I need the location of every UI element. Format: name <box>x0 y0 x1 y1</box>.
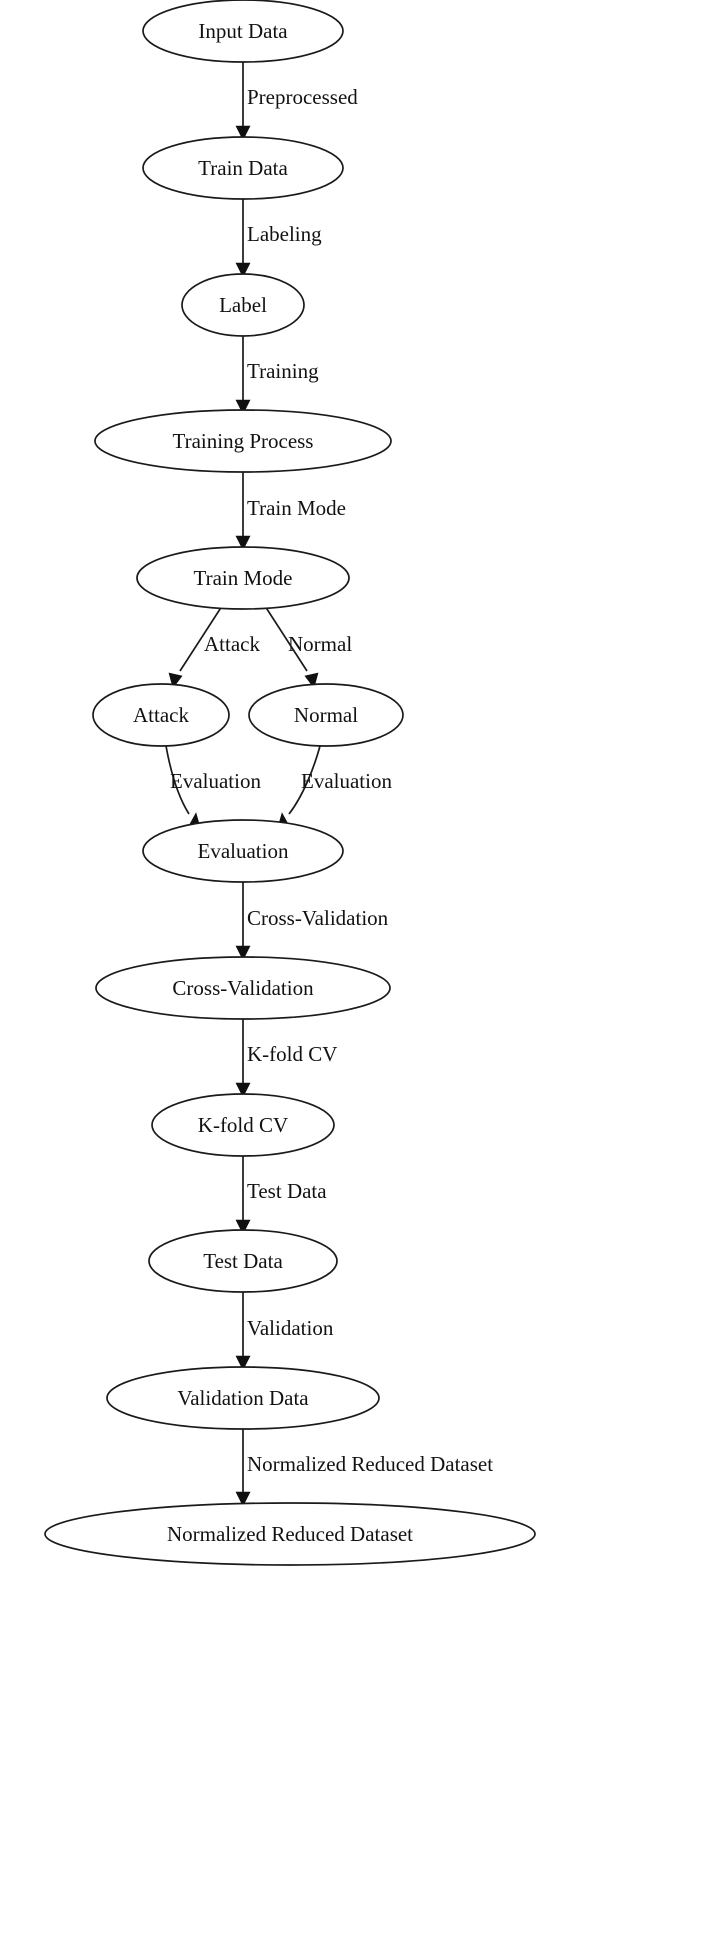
node-label: Input Data <box>198 19 288 43</box>
edge-label: Train Mode <box>247 496 346 520</box>
edge-label: Preprocessed <box>247 85 358 109</box>
node-layer: Input Data Train Data Label Training Pro… <box>44 0 536 1566</box>
node-shape[interactable] <box>92 683 230 747</box>
node-label: Cross-Validation <box>172 976 314 1000</box>
node-attack[interactable]: Attack <box>92 683 230 747</box>
node-shape[interactable] <box>106 1366 380 1430</box>
edge-label: Normal <box>288 632 352 656</box>
edge-test-data-to-validation-data: Validation <box>235 1292 334 1371</box>
node-label: Normal <box>294 703 358 727</box>
edge-train-data-to-label: Labeling <box>235 199 322 278</box>
node-label: Label <box>219 293 267 317</box>
node-normalized-reduced-dataset[interactable]: Normalized Reduced Dataset <box>44 1502 536 1566</box>
edge-label: Cross-Validation <box>247 906 389 930</box>
node-label: K-fold CV <box>198 1113 288 1137</box>
edge-validation-data-to-normalized-reduced-dataset: Normalized Reduced Dataset <box>235 1429 493 1507</box>
edge-label: Training <box>247 359 319 383</box>
arrowhead-icon <box>235 262 251 278</box>
edge-label: Evaluation <box>170 769 261 793</box>
node-kfold-cv[interactable]: K-fold CV <box>151 1093 335 1157</box>
node-normal[interactable]: Normal <box>248 683 404 747</box>
node-shape[interactable] <box>248 683 404 747</box>
arrowhead-icon <box>235 1491 251 1507</box>
node-label: Evaluation <box>198 839 289 863</box>
edge-label-to-training-process: Training <box>235 336 319 415</box>
edge-line <box>165 745 190 815</box>
node-shape[interactable] <box>94 409 392 473</box>
node-validation-data[interactable]: Validation Data <box>106 1366 380 1430</box>
node-shape[interactable] <box>95 956 391 1020</box>
node-shape[interactable] <box>142 0 344 63</box>
node-input-data[interactable]: Input Data <box>142 0 344 63</box>
node-training-process[interactable]: Training Process <box>94 409 392 473</box>
edge-label: Validation <box>247 1316 334 1340</box>
node-label: Training Process <box>173 429 314 453</box>
arrowhead-icon <box>235 399 251 415</box>
node-shape[interactable] <box>44 1502 536 1566</box>
node-shape[interactable] <box>142 136 344 200</box>
node-cross-validation[interactable]: Cross-Validation <box>95 956 391 1020</box>
arrowhead-icon <box>235 1355 251 1371</box>
edge-train-mode-to-attack: Attack <box>168 605 260 689</box>
node-train-data[interactable]: Train Data <box>142 136 344 200</box>
edge-line <box>264 605 308 672</box>
edge-kfold-cv-to-test-data: Test Data <box>235 1156 327 1235</box>
node-label: Normalized Reduced Dataset <box>167 1522 413 1546</box>
node-shape[interactable] <box>142 819 344 883</box>
node-shape[interactable] <box>136 546 350 610</box>
node-train-mode[interactable]: Train Mode <box>136 546 350 610</box>
node-evaluation[interactable]: Evaluation <box>142 819 344 883</box>
node-label: Train Data <box>198 156 288 180</box>
edge-normal-to-evaluation: Evaluation <box>277 745 392 828</box>
edge-train-mode-to-normal: Normal <box>264 605 352 689</box>
arrowhead-icon <box>235 535 251 551</box>
node-label[interactable]: Label <box>181 273 305 337</box>
edge-layer: Preprocessed Labeling Training Train Mod… <box>165 62 493 1507</box>
node-label: Test Data <box>203 1249 283 1273</box>
edge-label: Labeling <box>247 222 322 246</box>
arrowhead-icon <box>235 125 251 141</box>
edge-label: Normalized Reduced Dataset <box>247 1452 493 1476</box>
edge-cross-validation-to-kfold-cv: K-fold CV <box>235 1019 337 1098</box>
node-label: Train Mode <box>194 566 293 590</box>
node-shape[interactable] <box>181 273 305 337</box>
arrowhead-icon <box>235 1219 251 1235</box>
edge-label: Test Data <box>247 1179 327 1203</box>
node-shape[interactable] <box>148 1229 338 1293</box>
edge-label: Evaluation <box>301 769 392 793</box>
edge-training-process-to-train-mode: Train Mode <box>235 472 346 551</box>
node-label: Attack <box>133 703 189 727</box>
edge-attack-to-evaluation: Evaluation <box>165 745 261 828</box>
edge-label: K-fold CV <box>247 1042 337 1066</box>
edge-label: Attack <box>204 632 260 656</box>
edge-evaluation-to-cross-validation: Cross-Validation <box>235 882 389 961</box>
node-label: Validation Data <box>177 1386 309 1410</box>
edge-line <box>288 745 321 815</box>
node-shape[interactable] <box>151 1093 335 1157</box>
edge-input-data-to-train-data: Preprocessed <box>235 62 358 141</box>
arrowhead-icon <box>235 945 251 961</box>
node-test-data[interactable]: Test Data <box>148 1229 338 1293</box>
edge-line <box>179 605 223 672</box>
arrowhead-icon <box>235 1082 251 1098</box>
